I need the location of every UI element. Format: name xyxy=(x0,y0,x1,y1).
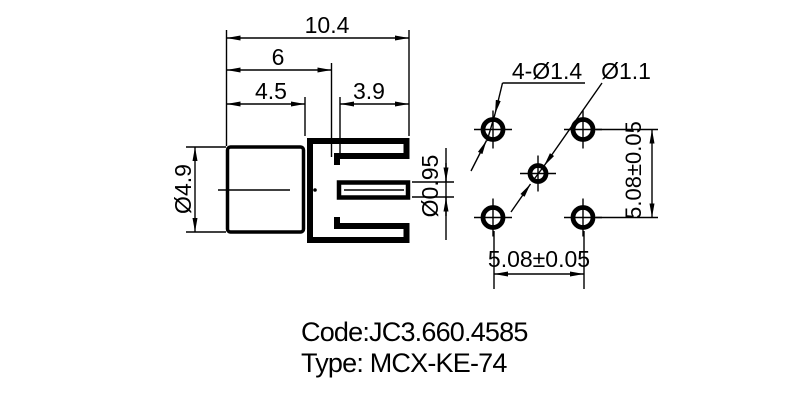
corner-holes-label: 4-Ø1.4 xyxy=(512,58,583,84)
dim-mid-label: 6 xyxy=(272,44,285,70)
dia-body-label: Ø4.9 xyxy=(170,164,196,214)
corner-holes-leader xyxy=(470,82,585,172)
dia-pin-label: Ø0.95 xyxy=(417,155,443,218)
pitch-dimensions xyxy=(493,128,658,289)
part-code-text: Code:JC3.660.4585 xyxy=(301,317,528,347)
shell-outline xyxy=(307,138,410,243)
dim-rear-label: 4.5 xyxy=(255,78,287,104)
part-type-text: Type: MCX-KE-74 xyxy=(301,348,507,378)
dimension-lines xyxy=(192,35,449,240)
dim-overall-label: 10.4 xyxy=(305,12,350,38)
pitch-vertical-label: 5.08±0.05 xyxy=(621,121,646,219)
center-hole-label: Ø1.1 xyxy=(601,58,651,84)
centerline-dot xyxy=(313,188,317,192)
dim-front-label: 3.9 xyxy=(353,78,385,104)
side-view: 10.4 6 4.5 3.9 Ø4.9 Ø0.95 xyxy=(170,12,454,243)
footprint-view: 4-Ø1.4 Ø1.1 5.08±0.05 5.08±0.05 xyxy=(470,58,658,289)
center-hole-leader xyxy=(510,82,603,213)
center-pin xyxy=(336,180,411,200)
extension-lines xyxy=(186,30,454,233)
title-block: Code:JC3.660.4585 Type: MCX-KE-74 xyxy=(301,317,528,378)
pitch-horizontal-label: 5.08±0.05 xyxy=(488,246,590,272)
